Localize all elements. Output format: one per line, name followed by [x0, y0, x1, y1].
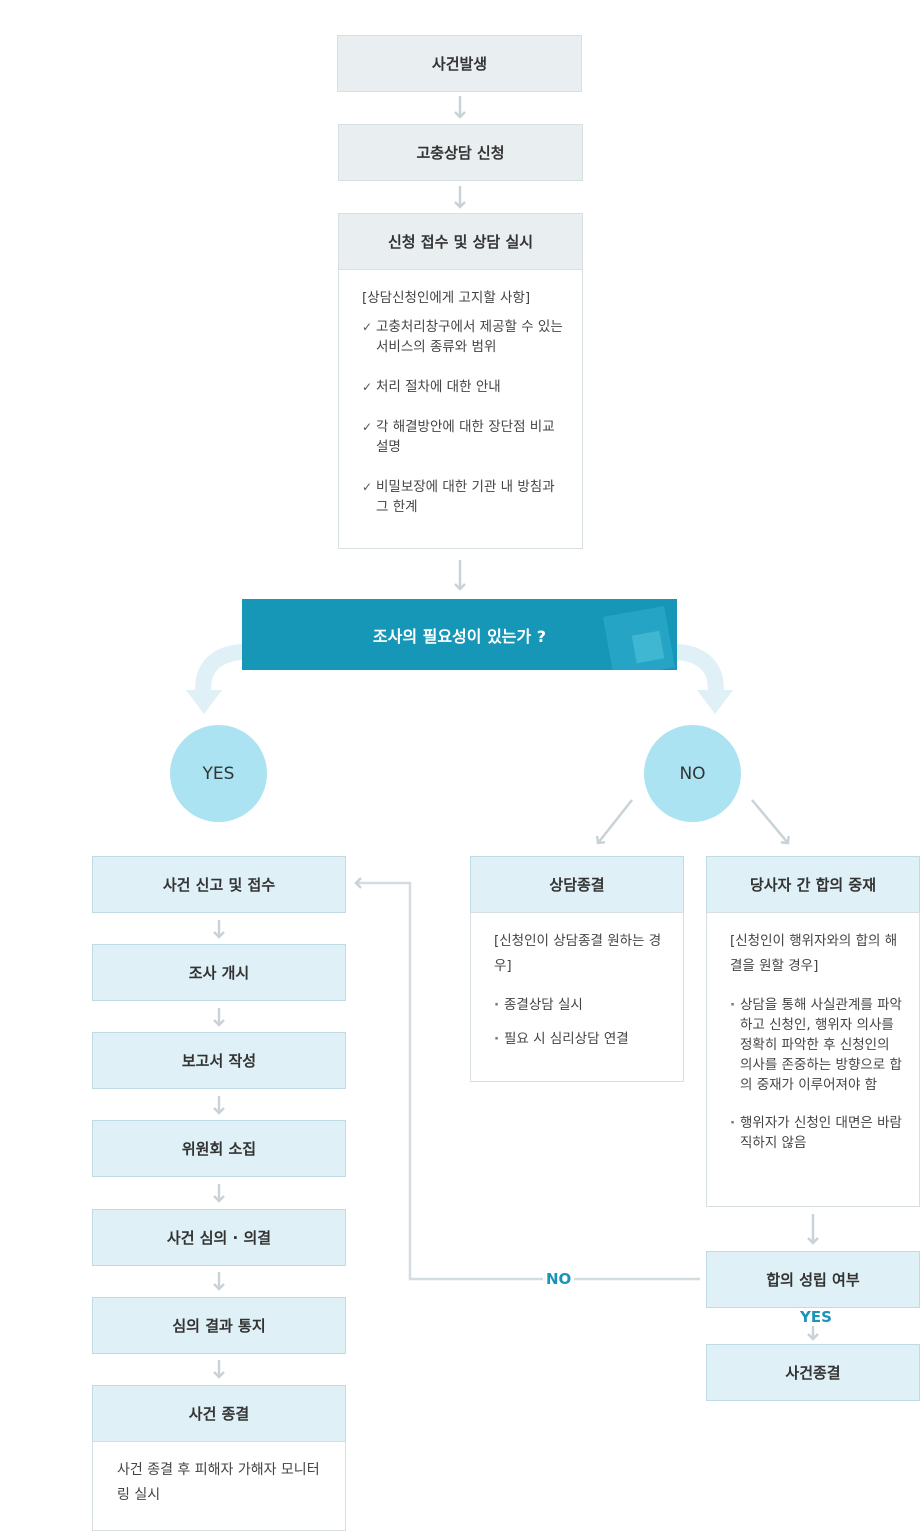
- counsel-end-condition: [신청인이 상담종결 원하는 경우]: [494, 933, 662, 974]
- step-receive-and-counsel-label: 신청 접수 및 상담 실시: [387, 233, 534, 251]
- counsel-end-box: 상담종결: [470, 856, 684, 913]
- investigation-question: 조사의 필요성이 있는가 ?: [242, 599, 677, 670]
- step-incident-occurs-label: 사건발생: [431, 55, 488, 73]
- step-write-report: 보고서 작성: [92, 1032, 346, 1089]
- loop-no-label: NO: [543, 1270, 575, 1288]
- curve-arrow-yes-head: [186, 690, 222, 714]
- final-case-closed-label: 사건종결: [785, 1364, 841, 1382]
- notice-title: [상담신청인에게 고지할 사항]: [362, 290, 531, 306]
- no-circle-label: NO: [679, 763, 706, 784]
- decorative-square-small: [631, 630, 665, 664]
- yes-circle: YES: [170, 725, 267, 822]
- step-label: 보고서 작성: [181, 1052, 257, 1070]
- arrow-no-left: [595, 799, 633, 845]
- step-label: 조사 개시: [188, 964, 250, 982]
- notice-item: 각 해결방안에 대한 장단점 비교 설명: [362, 417, 564, 457]
- mediation-title: 당사자 간 합의 중재: [749, 876, 877, 894]
- counsel-end-item: 필요 시 심리상담 연결: [494, 1029, 669, 1049]
- investigation-question-label: 조사의 필요성이 있는가 ?: [372, 626, 547, 646]
- notice-item: 고충처리창구에서 제공할 수 있는 서비스의 종류와 범위: [362, 317, 564, 357]
- mediation-condition: [신청인이 행위자와의 합의 해결을 원할 경우]: [730, 933, 898, 974]
- notice-item: 처리 절차에 대한 안내: [362, 377, 564, 397]
- step-label: 사건 신고 및 접수: [162, 876, 276, 894]
- step-report-and-receive: 사건 신고 및 접수: [92, 856, 346, 913]
- agreement-yes-label: YES: [800, 1308, 832, 1326]
- counsel-end-title: 상담종결: [549, 876, 605, 894]
- step-case-closed: 사건 종결: [92, 1385, 346, 1442]
- step-notify-result: 심의 결과 통지: [92, 1297, 346, 1354]
- curve-arrow-no: [671, 644, 724, 704]
- counsel-end-item: 종결상담 실시: [494, 995, 669, 1015]
- monitoring-note-text: 사건 종결 후 피해자 가해자 모니터링 실시: [117, 1462, 320, 1503]
- curve-arrow-no-head: [697, 690, 733, 714]
- final-case-closed-box: 사건종결: [706, 1344, 920, 1401]
- arrow-no-right: [751, 799, 790, 845]
- step-deliberation: 사건 심의 · 의결: [92, 1209, 346, 1266]
- step-counsel-request: 고충상담 신청: [338, 124, 583, 181]
- counsel-end-panel: [신청인이 상담종결 원하는 경우] 종결상담 실시 필요 시 심리상담 연결: [470, 912, 684, 1082]
- step-label: 사건 종결: [188, 1405, 250, 1423]
- step-convene-committee: 위원회 소집: [92, 1120, 346, 1177]
- agreement-check-label: 합의 성립 여부: [766, 1271, 860, 1289]
- notice-panel: [상담신청인에게 고지할 사항] 고충처리창구에서 제공할 수 있는 서비스의 …: [338, 269, 583, 549]
- step-label: 심의 결과 통지: [172, 1317, 266, 1335]
- step-investigation-start: 조사 개시: [92, 944, 346, 1001]
- step-receive-and-counsel: 신청 접수 및 상담 실시: [338, 213, 583, 270]
- agreement-check-box: 합의 성립 여부: [706, 1251, 920, 1308]
- notice-item: 비밀보장에 대한 기관 내 방침과 그 한계: [362, 477, 564, 517]
- mediation-item: 상담을 통해 사실관계를 파악하고 신청인, 행위자 의사를 정확히 파악한 후…: [730, 995, 905, 1095]
- step-incident-occurs: 사건발생: [337, 35, 582, 92]
- step-counsel-request-label: 고충상담 신청: [416, 144, 505, 162]
- step-label: 위원회 소집: [181, 1140, 257, 1158]
- yes-circle-label: YES: [202, 763, 235, 784]
- mediation-panel: [신청인이 행위자와의 합의 해결을 원할 경우] 상담을 통해 사실관계를 파…: [706, 912, 920, 1207]
- step-label: 사건 심의 · 의결: [166, 1229, 272, 1247]
- curve-arrow-yes: [195, 644, 248, 704]
- monitoring-note: 사건 종결 후 피해자 가해자 모니터링 실시: [92, 1441, 346, 1531]
- no-circle: NO: [644, 725, 741, 822]
- mediation-box: 당사자 간 합의 중재: [706, 856, 920, 913]
- mediation-item: 행위자가 신청인 대면은 바람직하지 않음: [730, 1113, 905, 1153]
